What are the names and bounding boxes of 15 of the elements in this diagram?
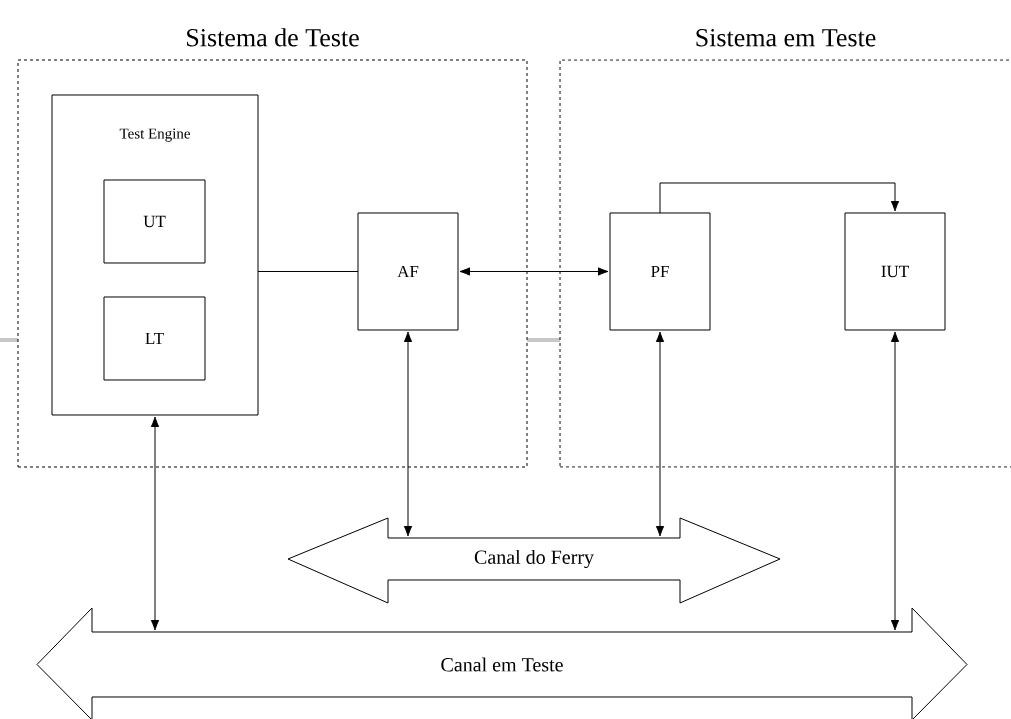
process-box: IUT bbox=[844, 212, 946, 331]
arrow bbox=[890, 331, 900, 631]
node-label: Sistema em Teste bbox=[696, 28, 876, 47]
process-box: PF bbox=[609, 212, 711, 331]
process-box: LT bbox=[103, 296, 206, 381]
node-label: Sistema de Teste bbox=[187, 28, 359, 47]
arrow bbox=[150, 416, 160, 631]
arrow bbox=[655, 331, 665, 537]
process-box: AF bbox=[357, 212, 459, 331]
arrow bbox=[403, 331, 413, 537]
arrow bbox=[659, 182, 900, 214]
double-arrow-band: Canal em Teste bbox=[36, 607, 968, 719]
double-arrow-band: Canal do Ferry bbox=[287, 517, 781, 604]
arrow bbox=[459, 267, 609, 276]
process-box: UT bbox=[103, 179, 206, 264]
